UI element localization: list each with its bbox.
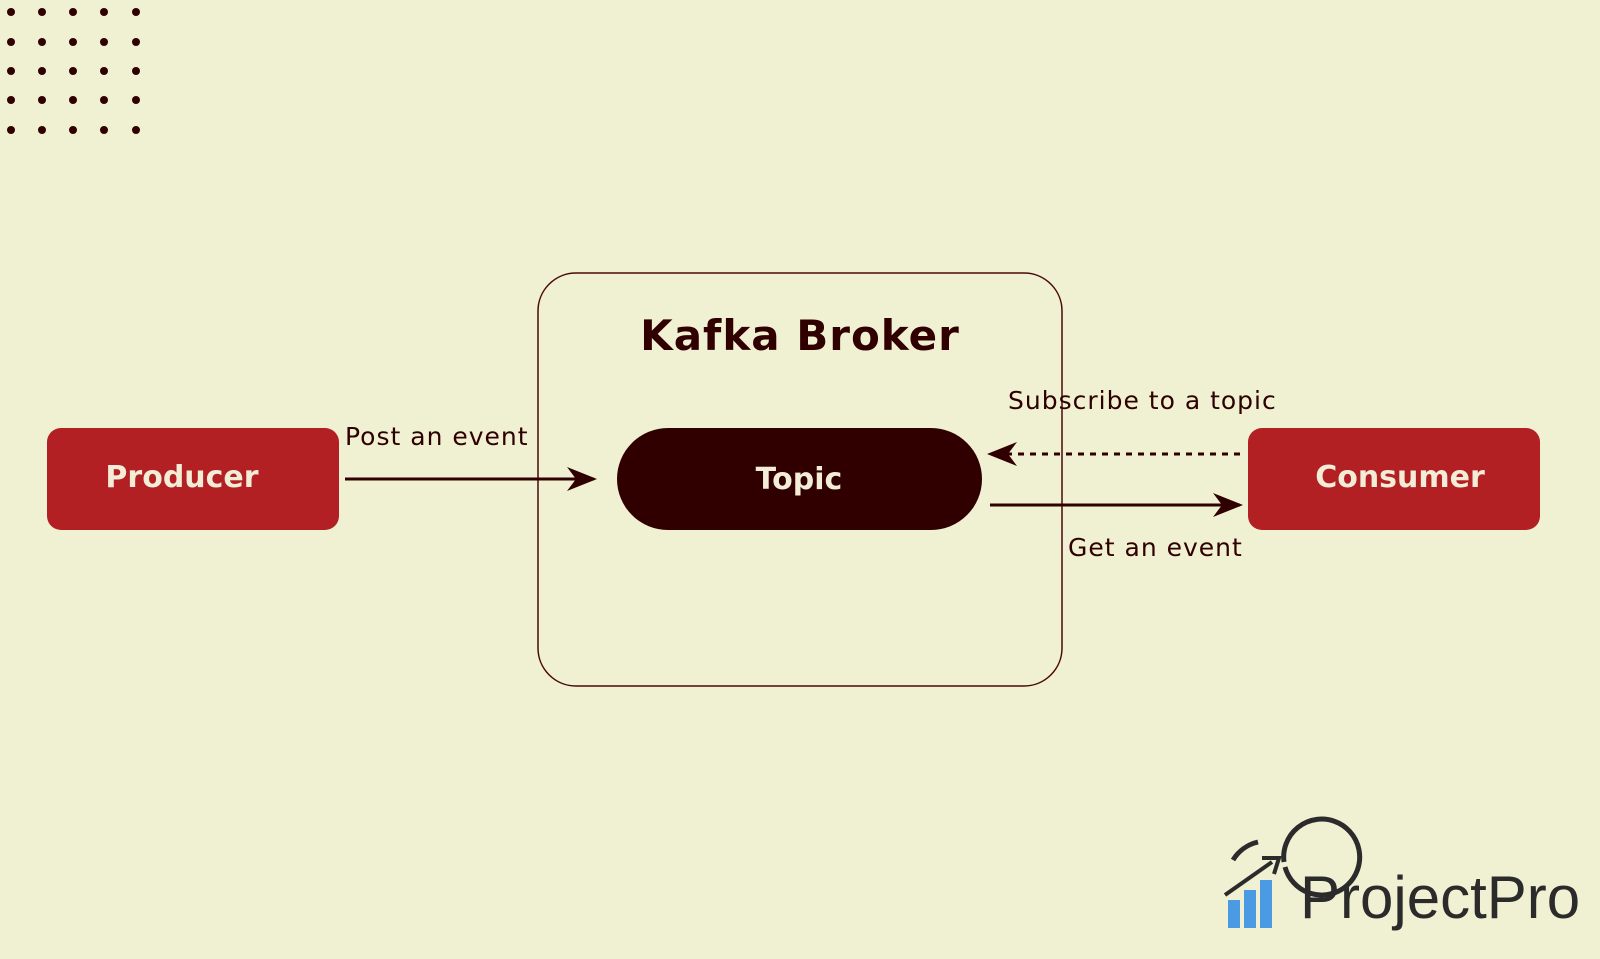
post-event-label: Post an event: [345, 422, 529, 451]
decoration-dot: [7, 96, 15, 104]
consumer-label: Consumer: [1315, 460, 1485, 495]
chart-growth-icon: [1223, 816, 1363, 928]
decoration-dot: [132, 8, 140, 16]
decoration-dot: [38, 38, 46, 46]
topic-label: Topic: [756, 462, 843, 497]
decoration-dot: [7, 38, 15, 46]
decoration-dot: [132, 67, 140, 75]
get-event-label: Get an event: [1068, 533, 1243, 562]
decoration-dot: [100, 126, 108, 134]
decoration-dot: [132, 38, 140, 46]
decoration-dot: [132, 126, 140, 134]
decoration-dot: [69, 96, 77, 104]
consumer-node[interactable]: [1248, 428, 1540, 530]
decoration-dot: [100, 96, 108, 104]
decoration-dot: [100, 8, 108, 16]
decoration-dot: [100, 67, 108, 75]
decoration-dot: [100, 38, 108, 46]
decoration-dot: [69, 67, 77, 75]
decoration-dot: [38, 67, 46, 75]
dot-grid-decoration: [7, 8, 140, 134]
decoration-dot: [38, 8, 46, 16]
decoration-dot: [7, 126, 15, 134]
decoration-dot: [132, 96, 140, 104]
projectpro-logo: ProjectPro: [1223, 816, 1580, 931]
decoration-dot: [69, 8, 77, 16]
subscribe-label: Subscribe to a topic: [1008, 386, 1277, 415]
topic-node[interactable]: [617, 428, 982, 530]
decoration-dot: [38, 126, 46, 134]
decoration-dot: [69, 38, 77, 46]
kafka-broker-title: Kafka Broker: [640, 311, 960, 360]
decoration-dot: [7, 67, 15, 75]
decoration-dot: [7, 8, 15, 16]
producer-node[interactable]: [47, 428, 339, 530]
decoration-dot: [69, 126, 77, 134]
decoration-dot: [38, 96, 46, 104]
producer-label: Producer: [105, 460, 258, 495]
logo-text: ProjectPro: [1300, 864, 1580, 931]
